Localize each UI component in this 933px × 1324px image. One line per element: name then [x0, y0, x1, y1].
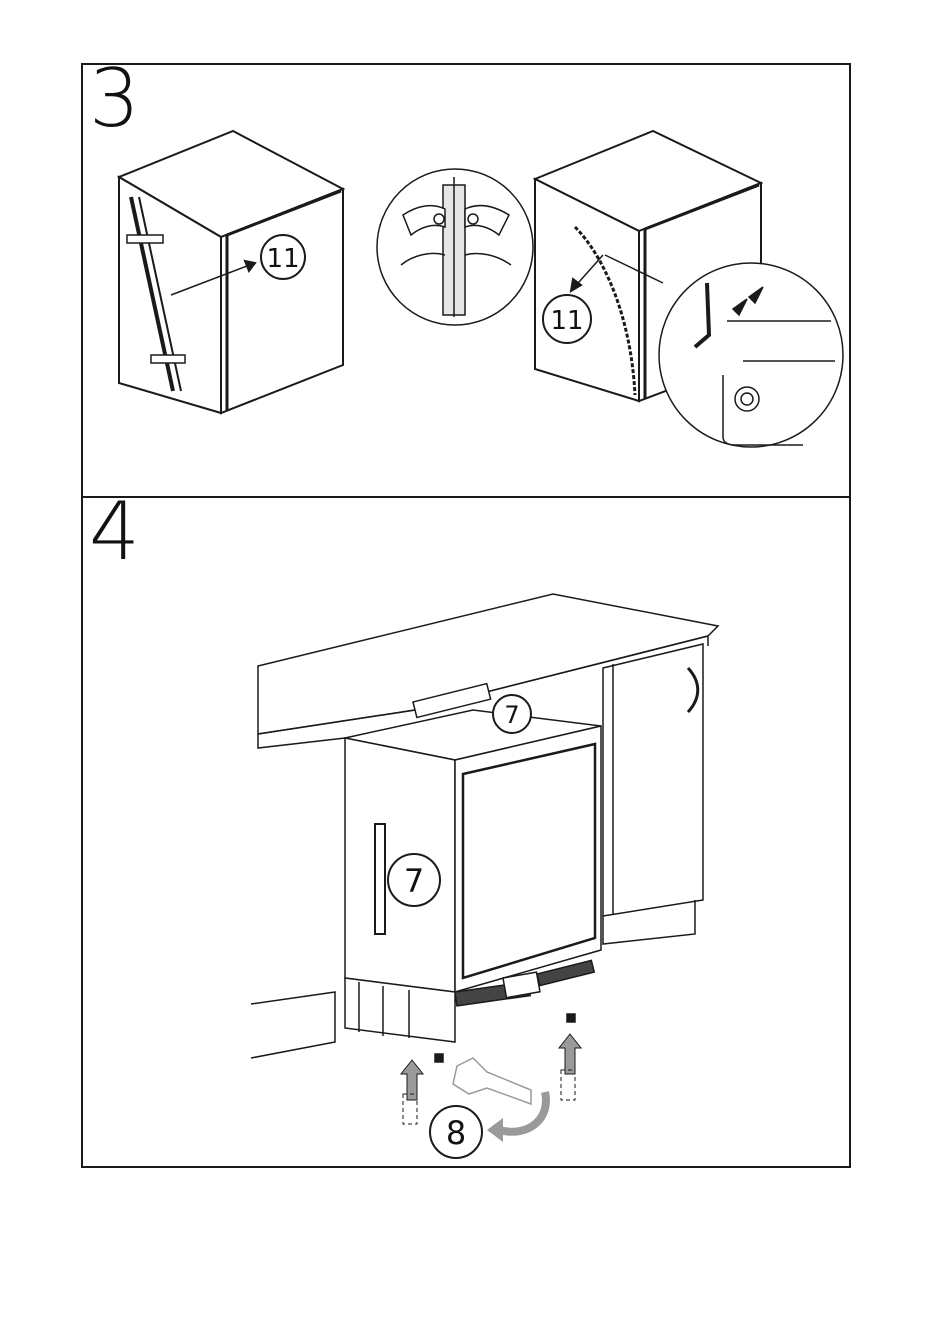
step-3-panel: 3 11	[81, 63, 851, 498]
callout-11-left: 11	[261, 235, 305, 279]
hands-detail	[377, 169, 533, 325]
lift-arrow-left	[401, 1060, 423, 1124]
step-3-illustration: 11 11	[83, 65, 849, 496]
callout-7-side-label: 7	[404, 862, 424, 900]
callout-11-right: 11	[543, 295, 591, 343]
lift-arrow-right	[559, 1034, 581, 1100]
step-4-panel: 4	[81, 496, 851, 1168]
callout-7-side: 7	[388, 854, 440, 906]
callout-8: 8	[430, 1106, 482, 1158]
fridge-left	[119, 131, 343, 413]
callout-11-right-label: 11	[550, 306, 583, 336]
callout-7-top-label: 7	[504, 701, 519, 729]
callout-7-top: 7	[493, 695, 531, 733]
magnified-detail	[659, 263, 843, 447]
callout-11-left-label: 11	[266, 244, 299, 274]
rotate-arrowhead	[487, 1118, 503, 1142]
callout-8-label: 8	[446, 1114, 466, 1152]
step-4-illustration: 7 7 8	[83, 498, 849, 1166]
fridge-appliance	[345, 684, 601, 1104]
